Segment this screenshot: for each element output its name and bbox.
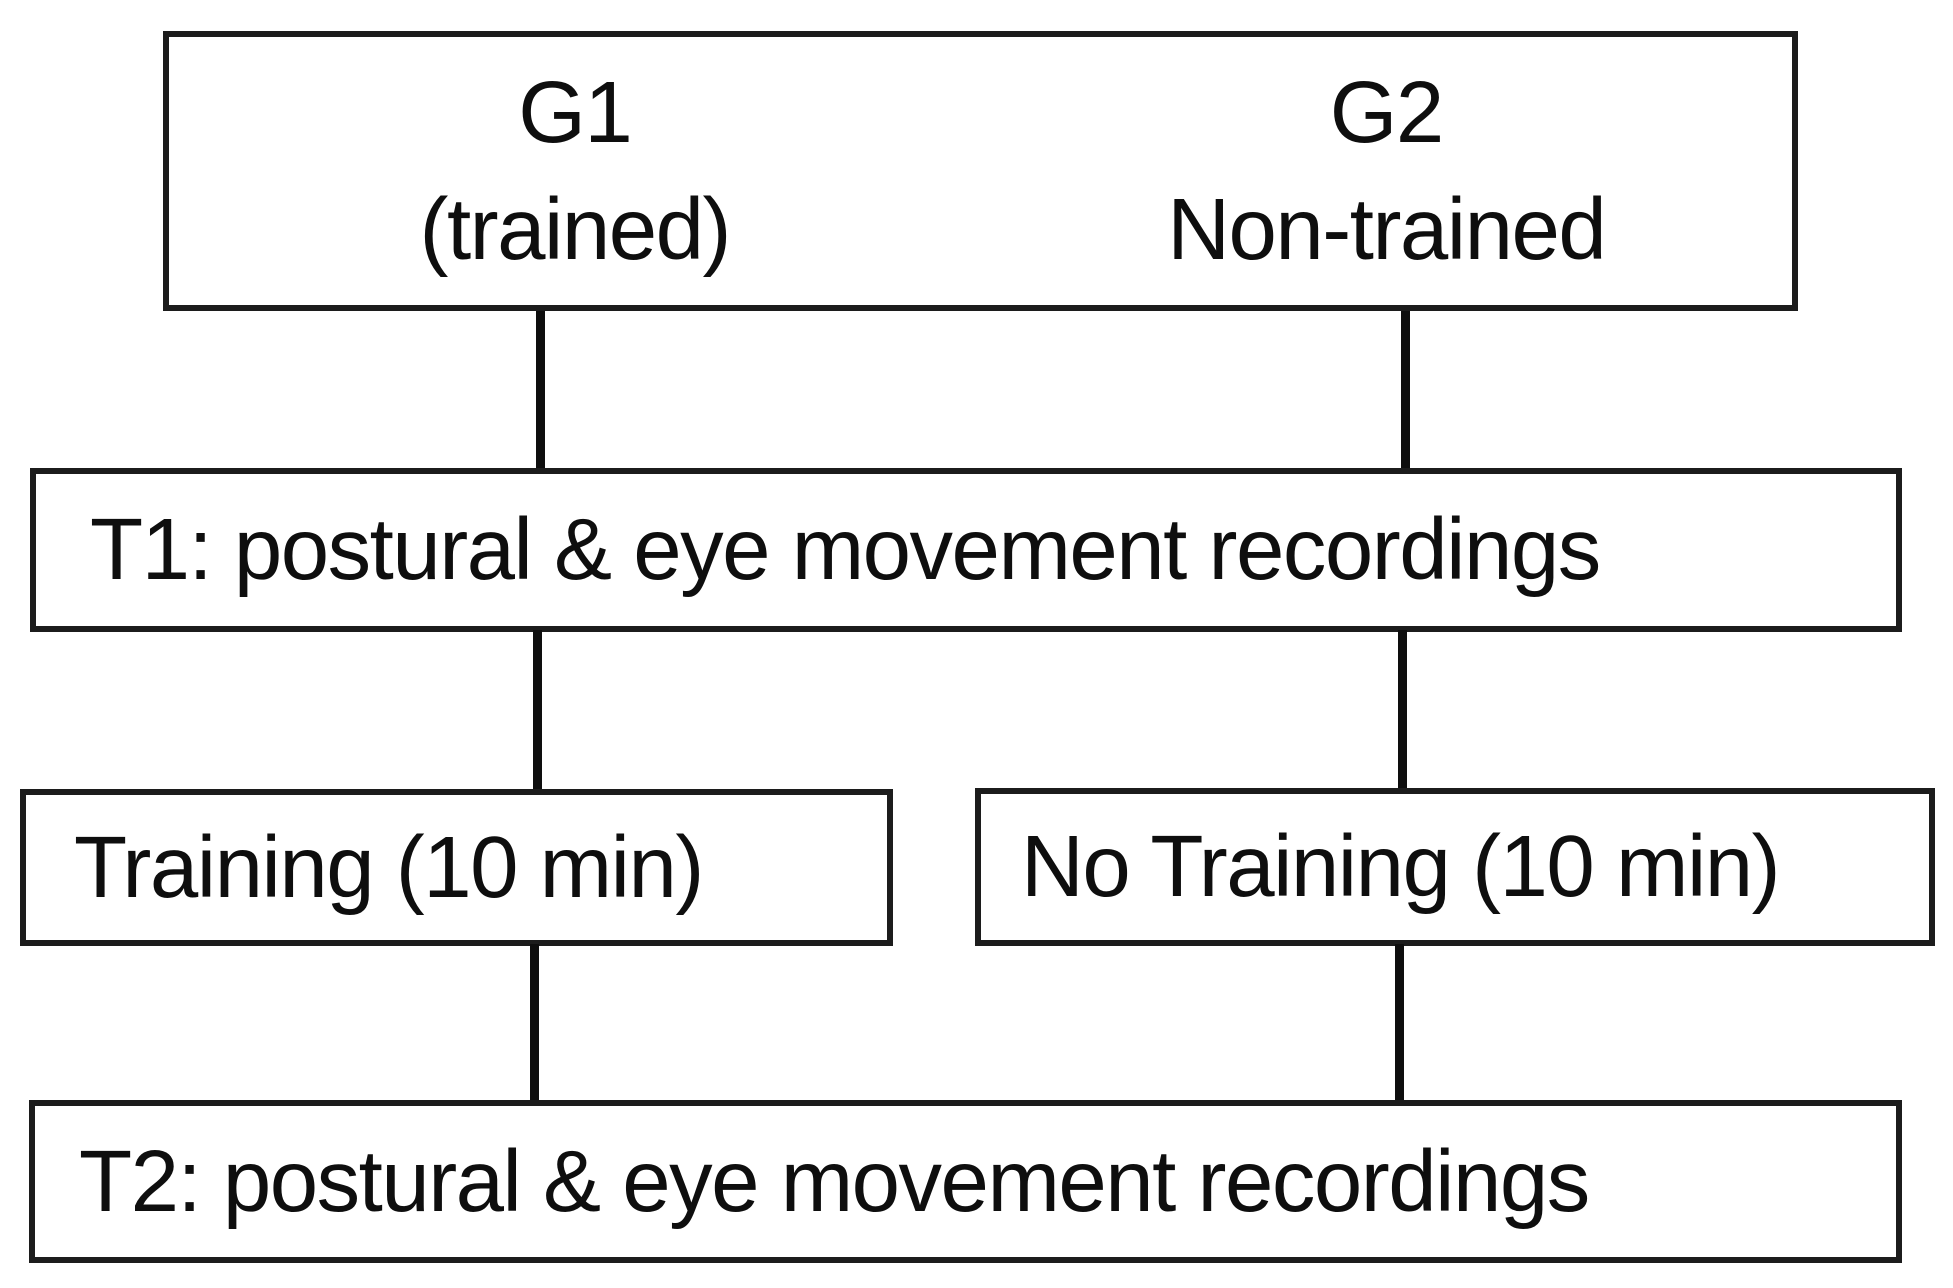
groups-box: G1 (trained) G2 Non-trained — [163, 31, 1798, 311]
group-g2-cell: G2 Non-trained — [981, 37, 1793, 305]
connector-t1-to-no-training — [1398, 630, 1407, 791]
group-g2-subtitle: Non-trained — [1167, 181, 1607, 278]
t1-box: T1: postural & eye movement recordings — [30, 468, 1902, 632]
connector-no-training-to-t2 — [1395, 944, 1404, 1103]
group-g1-title: G1 — [518, 64, 633, 161]
group-g2-title: G2 — [1329, 64, 1445, 161]
connector-t1-to-training — [533, 630, 542, 792]
no-training-label: No Training (10 min) — [1021, 818, 1781, 915]
connector-g2-to-t1 — [1401, 311, 1410, 471]
connector-training-to-t2 — [530, 944, 539, 1103]
group-g1-cell: G1 (trained) — [169, 37, 981, 305]
no-training-box: No Training (10 min) — [975, 788, 1935, 946]
t1-label: T1: postural & eye movement recordings — [90, 501, 1601, 598]
training-box: Training (10 min) — [20, 789, 893, 946]
group-g1-subtitle: (trained) — [419, 181, 732, 278]
t2-box: T2: postural & eye movement recordings — [29, 1100, 1902, 1263]
t2-label: T2: postural & eye movement recordings — [79, 1132, 1590, 1230]
training-label: Training (10 min) — [74, 818, 704, 916]
connector-g1-to-t1 — [536, 311, 545, 471]
